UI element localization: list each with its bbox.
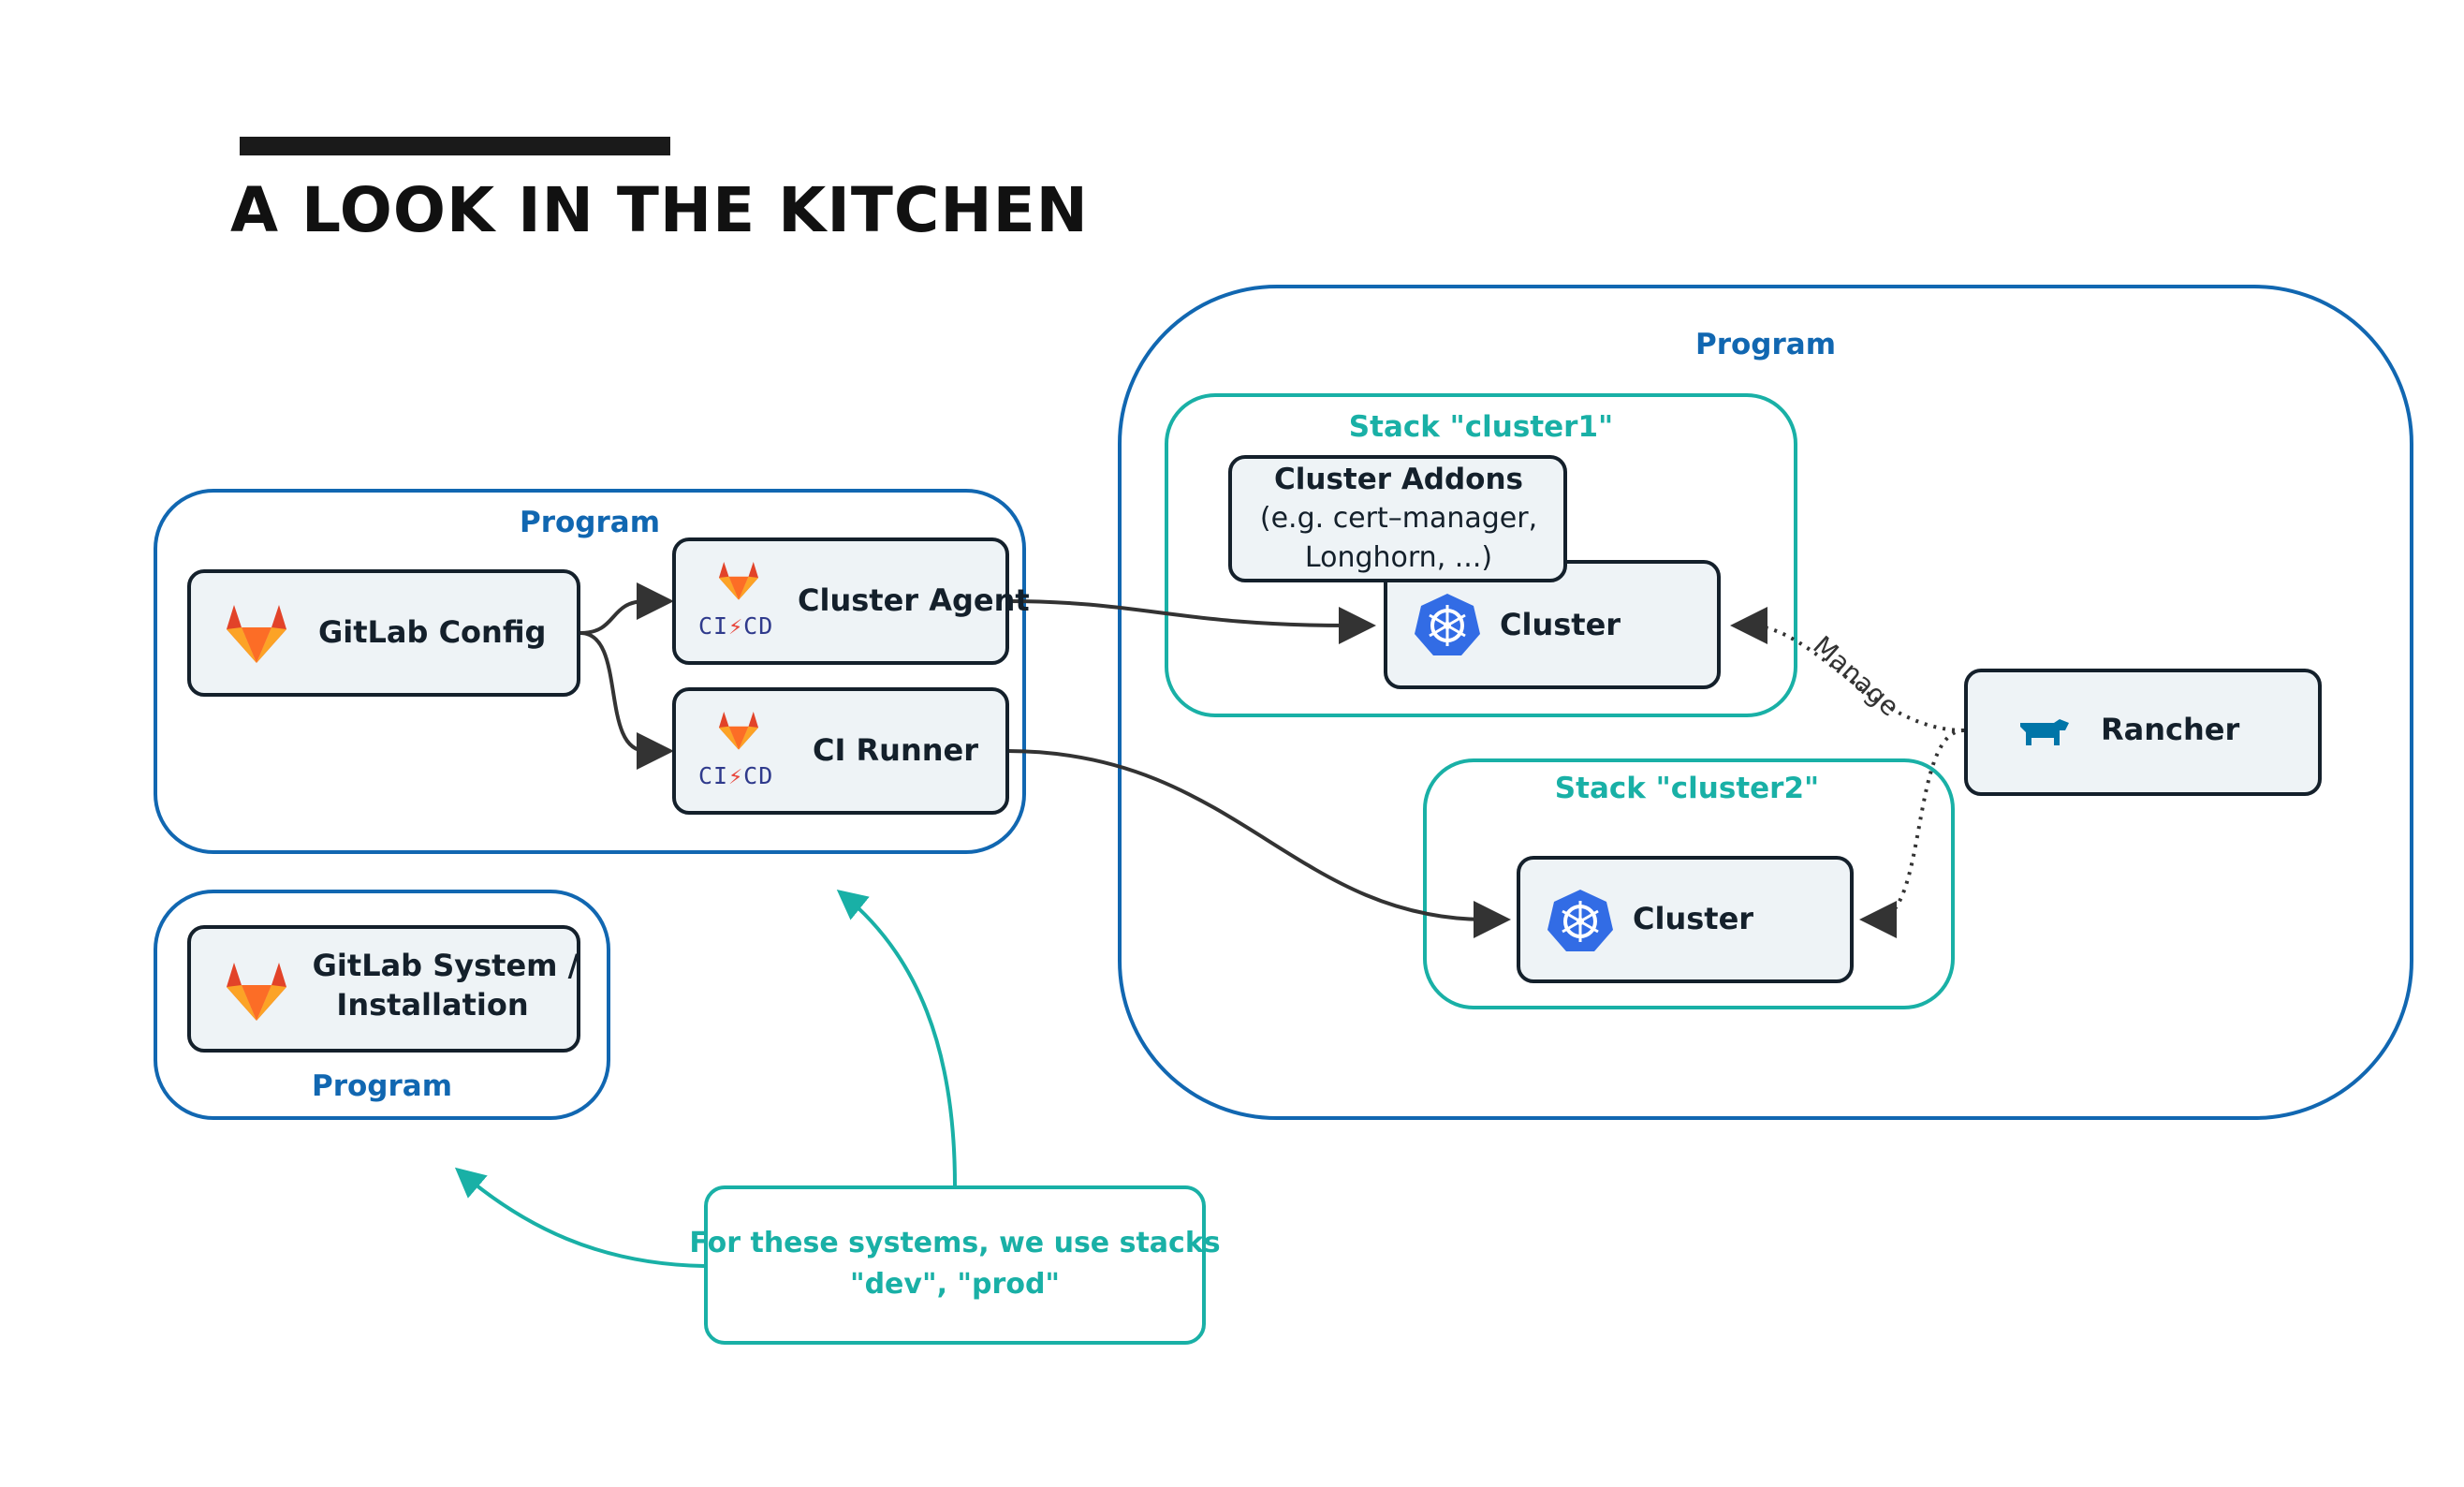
cicd-icon: CI⚡CD (698, 762, 774, 789)
cluster-addons-title: Cluster Addons (1273, 463, 1524, 496)
cluster-addons-line2: Longhorn, ...) (1304, 541, 1493, 574)
program-label-system: Program (311, 1069, 453, 1103)
edge-agent-to-cluster1 (1006, 599, 1376, 644)
program-label-left: Program (519, 506, 661, 539)
program-region-left (154, 489, 1026, 854)
rancher-icon (2020, 719, 2069, 745)
edge-runner-to-cluster2 (1006, 749, 1511, 938)
stack-cluster2-region (1423, 758, 1955, 1009)
cluster-agent-node (672, 537, 1009, 665)
cluster-agent-label: Cluster Agent (798, 582, 1030, 618)
rancher-node (1964, 669, 2322, 796)
gitlab-icon (718, 561, 759, 600)
gitlab-system-label-line1: GitLab System / (312, 948, 579, 983)
note-arrow-to-program (836, 889, 957, 1186)
edge-config-to-runner (579, 631, 674, 770)
kubernetes-icon (1547, 890, 1613, 951)
stack-cluster2-label: Stack "cluster2" (1554, 772, 1820, 805)
cluster1-label: Cluster (1500, 607, 1621, 642)
stack-cluster1-label: Stack "cluster1" (1348, 410, 1614, 444)
program-region-right (1118, 285, 2413, 1120)
page-title: A LOOK IN THE KITCHEN (230, 174, 1089, 246)
cicd-icon: CI⚡CD (698, 612, 774, 640)
kubernetes-icon (1415, 594, 1480, 655)
cluster-addons-node (1228, 455, 1567, 582)
gitlab-icon (227, 605, 286, 663)
program-label-right: Program (1694, 328, 1837, 361)
gitlab-system-label-line2: Installation (336, 987, 529, 1023)
title-bar (240, 137, 670, 155)
manage-label: Manage (1807, 630, 1905, 723)
stack-cluster1-region (1165, 393, 1797, 717)
stacks-note-line2: "dev", "prod" (849, 1268, 1061, 1301)
ci-runner-label: CI Runner (813, 732, 978, 768)
edge-config-to-agent (579, 582, 674, 635)
cluster2-label: Cluster (1633, 901, 1754, 936)
note-arrow-to-system (454, 1167, 705, 1268)
edge-rancher-to-cluster1 (1730, 607, 1965, 732)
program-region-system (154, 890, 610, 1120)
ci-runner-node (672, 687, 1009, 815)
gitlab-icon (227, 963, 286, 1021)
edge-rancher-to-cluster2 (1859, 729, 1965, 938)
gitlab-icon (718, 711, 759, 750)
stacks-note (704, 1185, 1206, 1345)
gitlab-config-label: GitLab Config (318, 614, 547, 650)
stacks-note-line1: For these systems, we use stacks (689, 1227, 1221, 1259)
cluster-addons-line1: (e.g. cert–manager, (1259, 502, 1538, 535)
rancher-label: Rancher (2101, 712, 2240, 747)
